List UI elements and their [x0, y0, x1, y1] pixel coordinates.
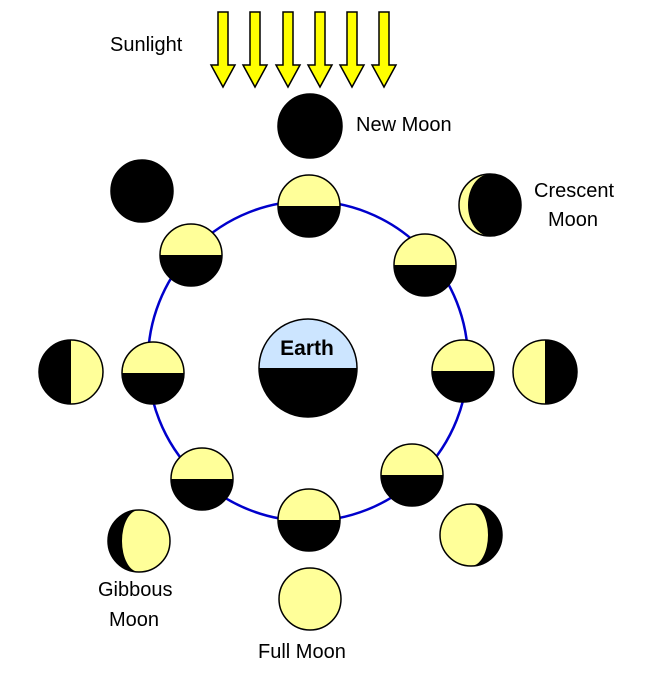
earth-label: Earth [280, 337, 334, 360]
sunlight-arrows [209, 11, 398, 89]
sunlight-arrow [241, 11, 269, 89]
sunlight-arrow [274, 11, 302, 89]
orbit-moon-bottom [277, 488, 341, 552]
sunlight-label: Sunlight [110, 34, 183, 56]
orbit-moon-top-right [393, 233, 457, 297]
gibbous-label-line1: Gibbous [98, 579, 173, 601]
sunlight-arrow [209, 11, 237, 89]
sunlight-arrow [370, 11, 398, 89]
orbit-moon-bottom-left [170, 447, 234, 511]
earth [258, 318, 358, 418]
earth-day-side [259, 319, 357, 368]
quarter-moon-phase-right [512, 339, 578, 405]
orbit-moon-bottom-right [380, 443, 444, 507]
orbit-moon-top [277, 174, 341, 238]
full-moon-label: Full Moon [258, 641, 346, 663]
crescent-label-line2: Moon [548, 209, 598, 231]
gibbous-label-line2: Moon [109, 609, 159, 631]
gibbous-moon-phase-right [439, 503, 503, 567]
crescent-label-line1: Crescent [534, 180, 614, 202]
gibbous-moon-phase-left [107, 509, 171, 573]
full-moon-phase [278, 567, 342, 631]
sunlight-arrow [338, 11, 366, 89]
earth-night-side [259, 368, 357, 417]
orbit-moon-right [431, 339, 495, 403]
quarter-moon-phase-left [38, 339, 104, 405]
crescent-moon-phase-right [458, 173, 522, 237]
crescent-moon-phase-left [110, 159, 174, 223]
new-moon-label: New Moon [356, 114, 452, 136]
orbit-moon-left [121, 341, 185, 405]
orbit-moon-top-left [159, 223, 223, 287]
sunlight-arrow [306, 11, 334, 89]
new-moon-phase [277, 93, 343, 159]
